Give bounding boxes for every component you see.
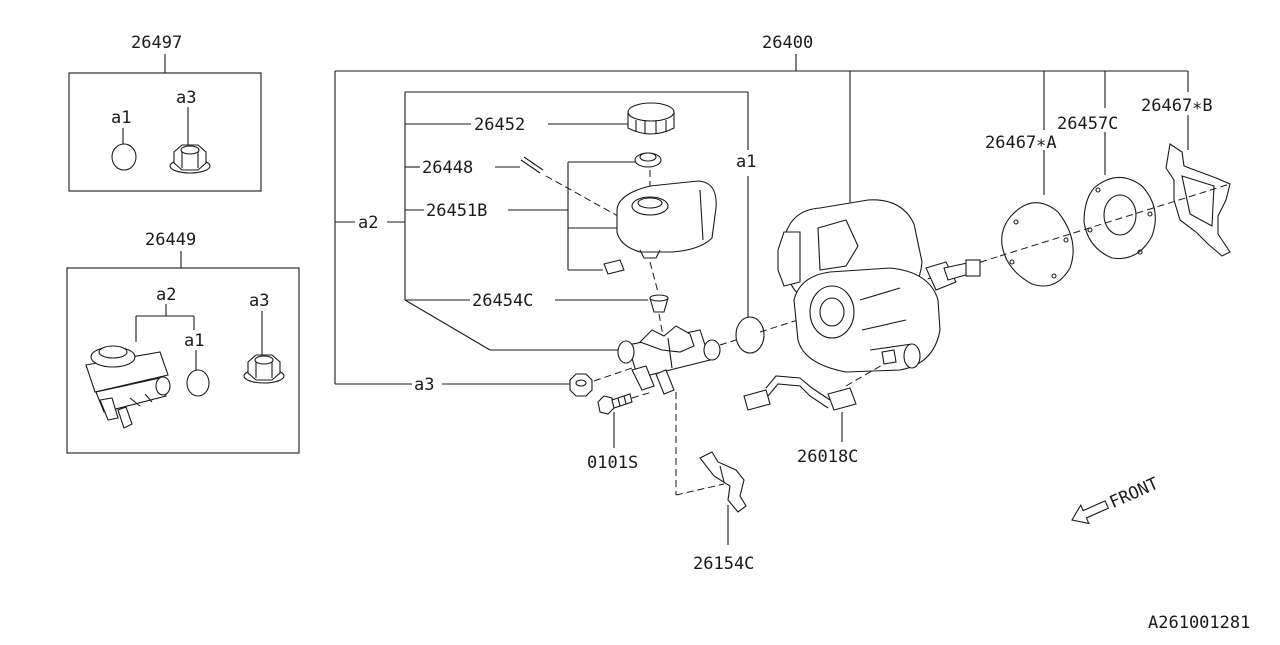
kit-26497-box (68, 72, 262, 192)
kit-26449-box (66, 267, 300, 454)
master-cylinder-mini[interactable] (85, 345, 171, 429)
reservoir-seal[interactable] (634, 152, 662, 168)
callout-a2: a2 (358, 213, 378, 233)
label-26467-B[interactable]: 26467∗B (1141, 96, 1213, 116)
label-26018C[interactable]: 26018C (797, 447, 858, 467)
gasket-26467-B[interactable] (1165, 143, 1231, 257)
o-ring-part[interactable] (186, 369, 210, 397)
master-cylinder[interactable] (617, 325, 721, 395)
label-26448[interactable]: 26448 (422, 158, 473, 178)
main-assembly-frame: 26400 a3 a2 (334, 33, 1189, 395)
label-0101S[interactable]: 0101S (587, 453, 638, 473)
callout-a3: a3 (176, 88, 196, 108)
diagram-id: A261001281 (1148, 613, 1250, 633)
o-ring-part[interactable] (111, 143, 137, 171)
callout-a2: a2 (156, 285, 176, 305)
nut-part[interactable] (569, 373, 593, 397)
label-26451B[interactable]: 26451B (426, 201, 487, 221)
reservoir-cap[interactable] (627, 102, 675, 135)
kit-26449: 26449 a2 a1 a3 (66, 230, 300, 454)
label-26400[interactable]: 26400 (762, 33, 813, 53)
bolt-part[interactable] (597, 393, 633, 415)
bracket-part[interactable] (699, 451, 747, 513)
o-ring-part[interactable] (735, 316, 765, 354)
front-label: FRONT (1107, 474, 1162, 513)
reservoir-tank[interactable] (616, 180, 717, 259)
callout-a1: a1 (736, 152, 756, 172)
label-26454C[interactable]: 26454C (472, 291, 533, 311)
label-26154C[interactable]: 26154C (693, 554, 754, 574)
gasket-26457C[interactable] (1083, 176, 1156, 260)
grommet-part[interactable] (649, 294, 669, 313)
callout-a1: a1 (184, 331, 204, 351)
label-26467-A[interactable]: 26467∗A (985, 133, 1057, 153)
callout-a3: a3 (414, 375, 434, 395)
label-26497[interactable]: 26497 (131, 33, 182, 53)
nut-part[interactable] (243, 354, 285, 384)
reservoir-plug[interactable] (603, 259, 625, 275)
label-26449[interactable]: 26449 (145, 230, 196, 250)
vacuum-sensor[interactable] (743, 349, 897, 411)
front-arrow: FRONT (1071, 474, 1162, 525)
label-26457C[interactable]: 26457C (1057, 114, 1118, 134)
kit-26497: 26497 a1 a3 (68, 33, 262, 192)
callout-a1: a1 (111, 108, 131, 128)
nut-part[interactable] (169, 144, 211, 174)
brake-booster[interactable] (777, 199, 981, 373)
inner-bracket: a1 26452 26448 26451B 26454C (404, 91, 756, 351)
label-26452[interactable]: 26452 (474, 115, 525, 135)
reservoir-pin[interactable] (520, 156, 544, 174)
callout-a3: a3 (249, 291, 269, 311)
